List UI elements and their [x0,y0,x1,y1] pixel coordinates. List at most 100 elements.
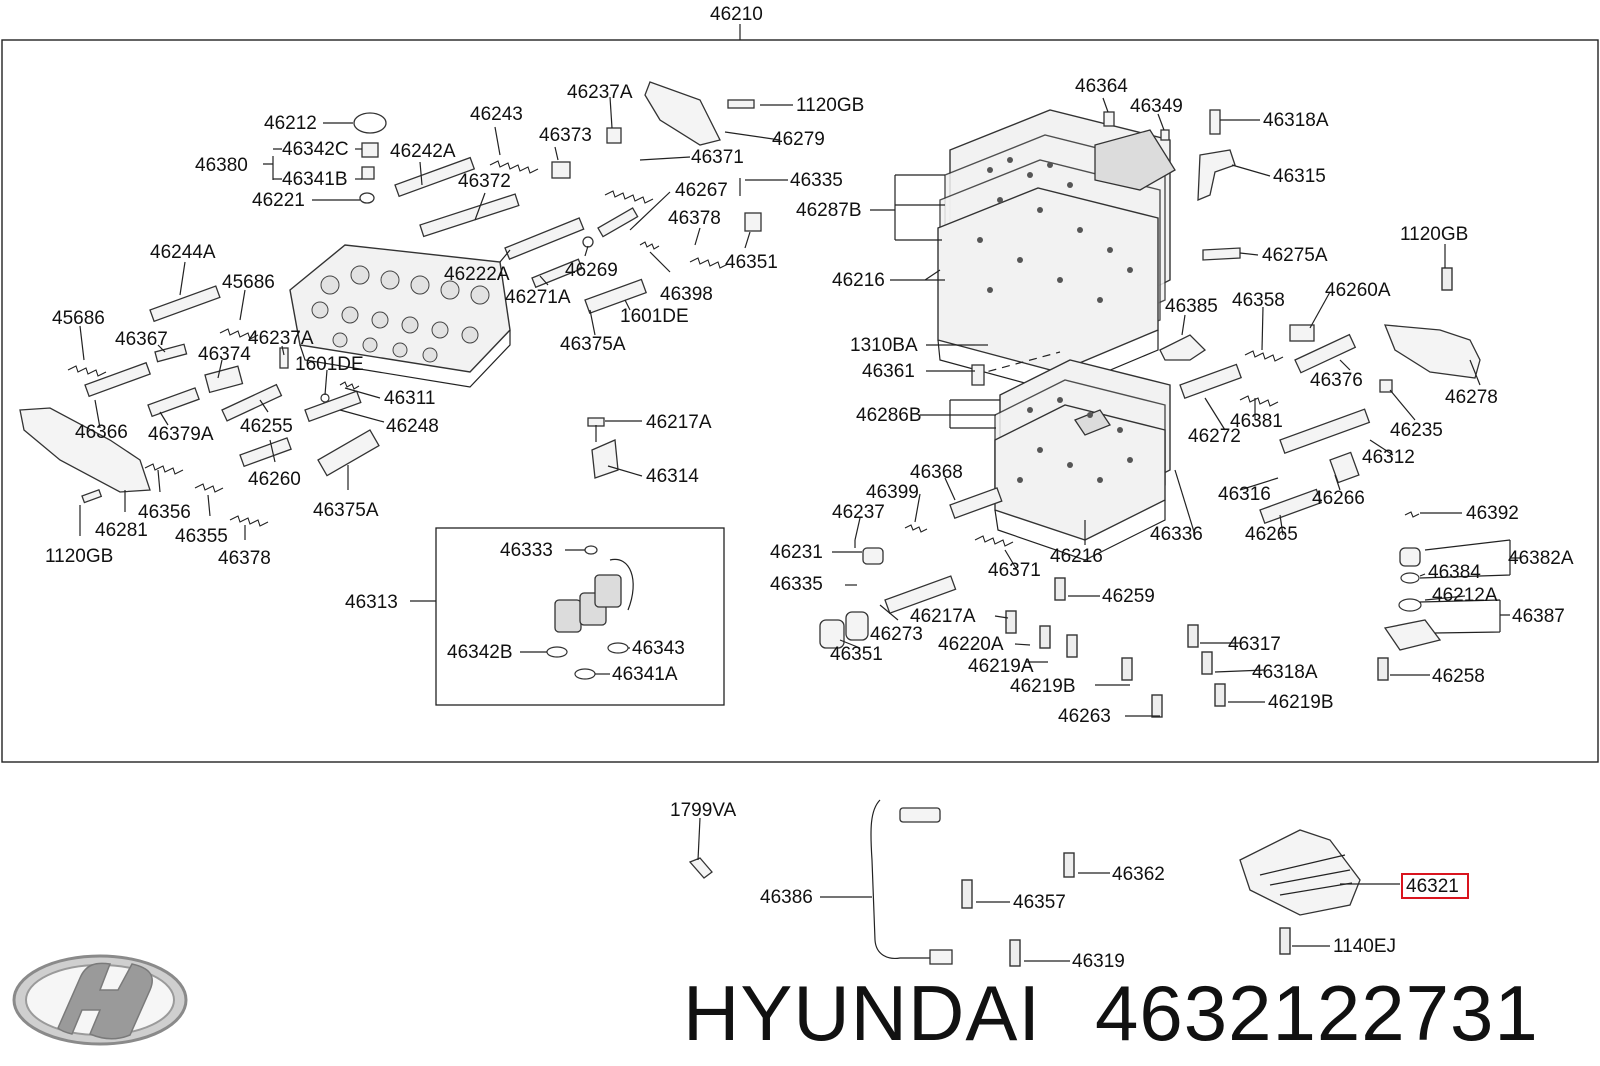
part-label: 46312 [1362,447,1415,468]
part-label: 46355 [175,526,228,547]
part-label: 46319 [1072,951,1125,972]
part-label: 46255 [240,416,293,437]
part-label: 46271A [505,287,571,308]
highlighted-part-label: 46321 [1406,876,1459,897]
part-label: 46318A [1252,662,1318,683]
spools-left [84,156,648,477]
part-label: 46375A [313,500,379,521]
part-label: 1120GB [1400,224,1468,245]
part-label: 46220A [938,634,1004,655]
part-label: 46335 [790,170,843,191]
part-label: 46242A [390,141,456,162]
valve-body-upper-right [937,109,1241,393]
part-label: 46260A [1325,280,1391,301]
part-label: 46342B [447,642,513,663]
part-label: 1120GB [796,95,864,116]
bolts [961,267,1453,967]
plate-46279 [644,81,721,146]
part-label: 46279 [772,129,825,150]
part-label: 46398 [660,284,713,305]
part-label: 46260 [248,469,301,490]
part-label: 46212A [1432,585,1498,606]
part-label: 46364 [1075,76,1128,97]
part-number: 4632122731 [1095,969,1539,1057]
part-label: 46371 [691,147,744,168]
plate-46281 [19,407,151,493]
part-label: 46266 [1312,488,1365,509]
part-label: 46311 [384,388,435,409]
part-label: 46315 [1273,166,1326,187]
solenoid-subgroup-box [435,527,725,706]
part-label: 46385 [1165,296,1218,317]
part-label: 46342C [282,139,349,160]
part-label: 46258 [1432,666,1485,687]
part-label: 1310BA [850,335,918,356]
part-label: 46343 [632,638,685,659]
part-label: 46231 [770,542,823,563]
part-label: 46341B [282,169,348,190]
part-label: 46244A [150,242,216,263]
part-label: 46373 [539,125,592,146]
part-label: 46376 [1310,370,1363,391]
part-label: 46399 [866,482,919,503]
part-label: 46275A [1262,245,1328,266]
part-label: 46237A [248,328,314,349]
part-label: 46287B [796,200,862,221]
part-label: 46386 [760,887,813,908]
part-label: 1601DE [620,306,689,327]
part-label: 46278 [1445,387,1498,408]
small-parts-left [81,99,762,504]
brand-name: HYUNDAI [683,969,1041,1057]
part-label: 46367 [115,329,168,350]
part-label: 46317 [1228,634,1281,655]
part-label: 46216 [1050,546,1103,567]
valve-body-left [289,244,511,388]
part-label: 46314 [646,466,699,487]
part-label: 46318A [1263,110,1329,131]
part-label: 46263 [1058,706,1111,727]
part-label: 46248 [386,416,439,437]
part-label: 46341A [612,664,678,685]
part-label: 46273 [870,624,923,645]
diagram-frame [1,24,1599,763]
bottom-parts [688,799,1361,965]
part-label: 46357 [1013,892,1066,913]
part-label: 46361 [862,361,915,382]
solenoid-assembly-46313 [546,545,634,680]
part-label: 46333 [500,540,553,561]
part-label: 46222A [444,264,510,285]
part-label: 46374 [198,344,251,365]
part-label: 46265 [1245,524,1298,545]
part-label: 46387 [1512,606,1565,627]
part-label: 46349 [1130,96,1183,117]
part-label: 46335 [770,574,823,595]
part-label: 46351 [725,252,778,273]
part-label: 45686 [222,272,275,293]
part-label: 46316 [1218,484,1271,505]
label-top-assembly: 46210 [710,4,763,25]
part-label: 46375A [560,334,626,355]
part-label: 46272 [1188,426,1241,447]
leader-lines [79,96,1520,962]
part-label: 46366 [75,422,128,443]
part-label: 46267 [675,180,728,201]
part-label: 46281 [95,520,148,541]
part-label: 1799VA [670,800,737,821]
springs-left [67,160,729,527]
part-label: 1120GB [45,546,113,567]
part-label: 1140EJ [1333,936,1396,957]
part-label: 46379A [148,424,214,445]
part-label: 46380 [195,155,248,176]
part-label: 46313 [345,592,398,613]
part-label: 46259 [1102,586,1155,607]
part-label: 46372 [458,171,511,192]
part-label: 46219B [1010,676,1076,697]
part-label: 46384 [1428,562,1481,583]
part-label: 46378 [218,548,271,569]
part-label: 46392 [1466,503,1519,524]
part-label: 46269 [565,260,618,281]
valve-body-lower-right [974,351,1171,561]
part-label: 46286B [856,405,922,426]
part-label: 46237A [567,82,633,103]
